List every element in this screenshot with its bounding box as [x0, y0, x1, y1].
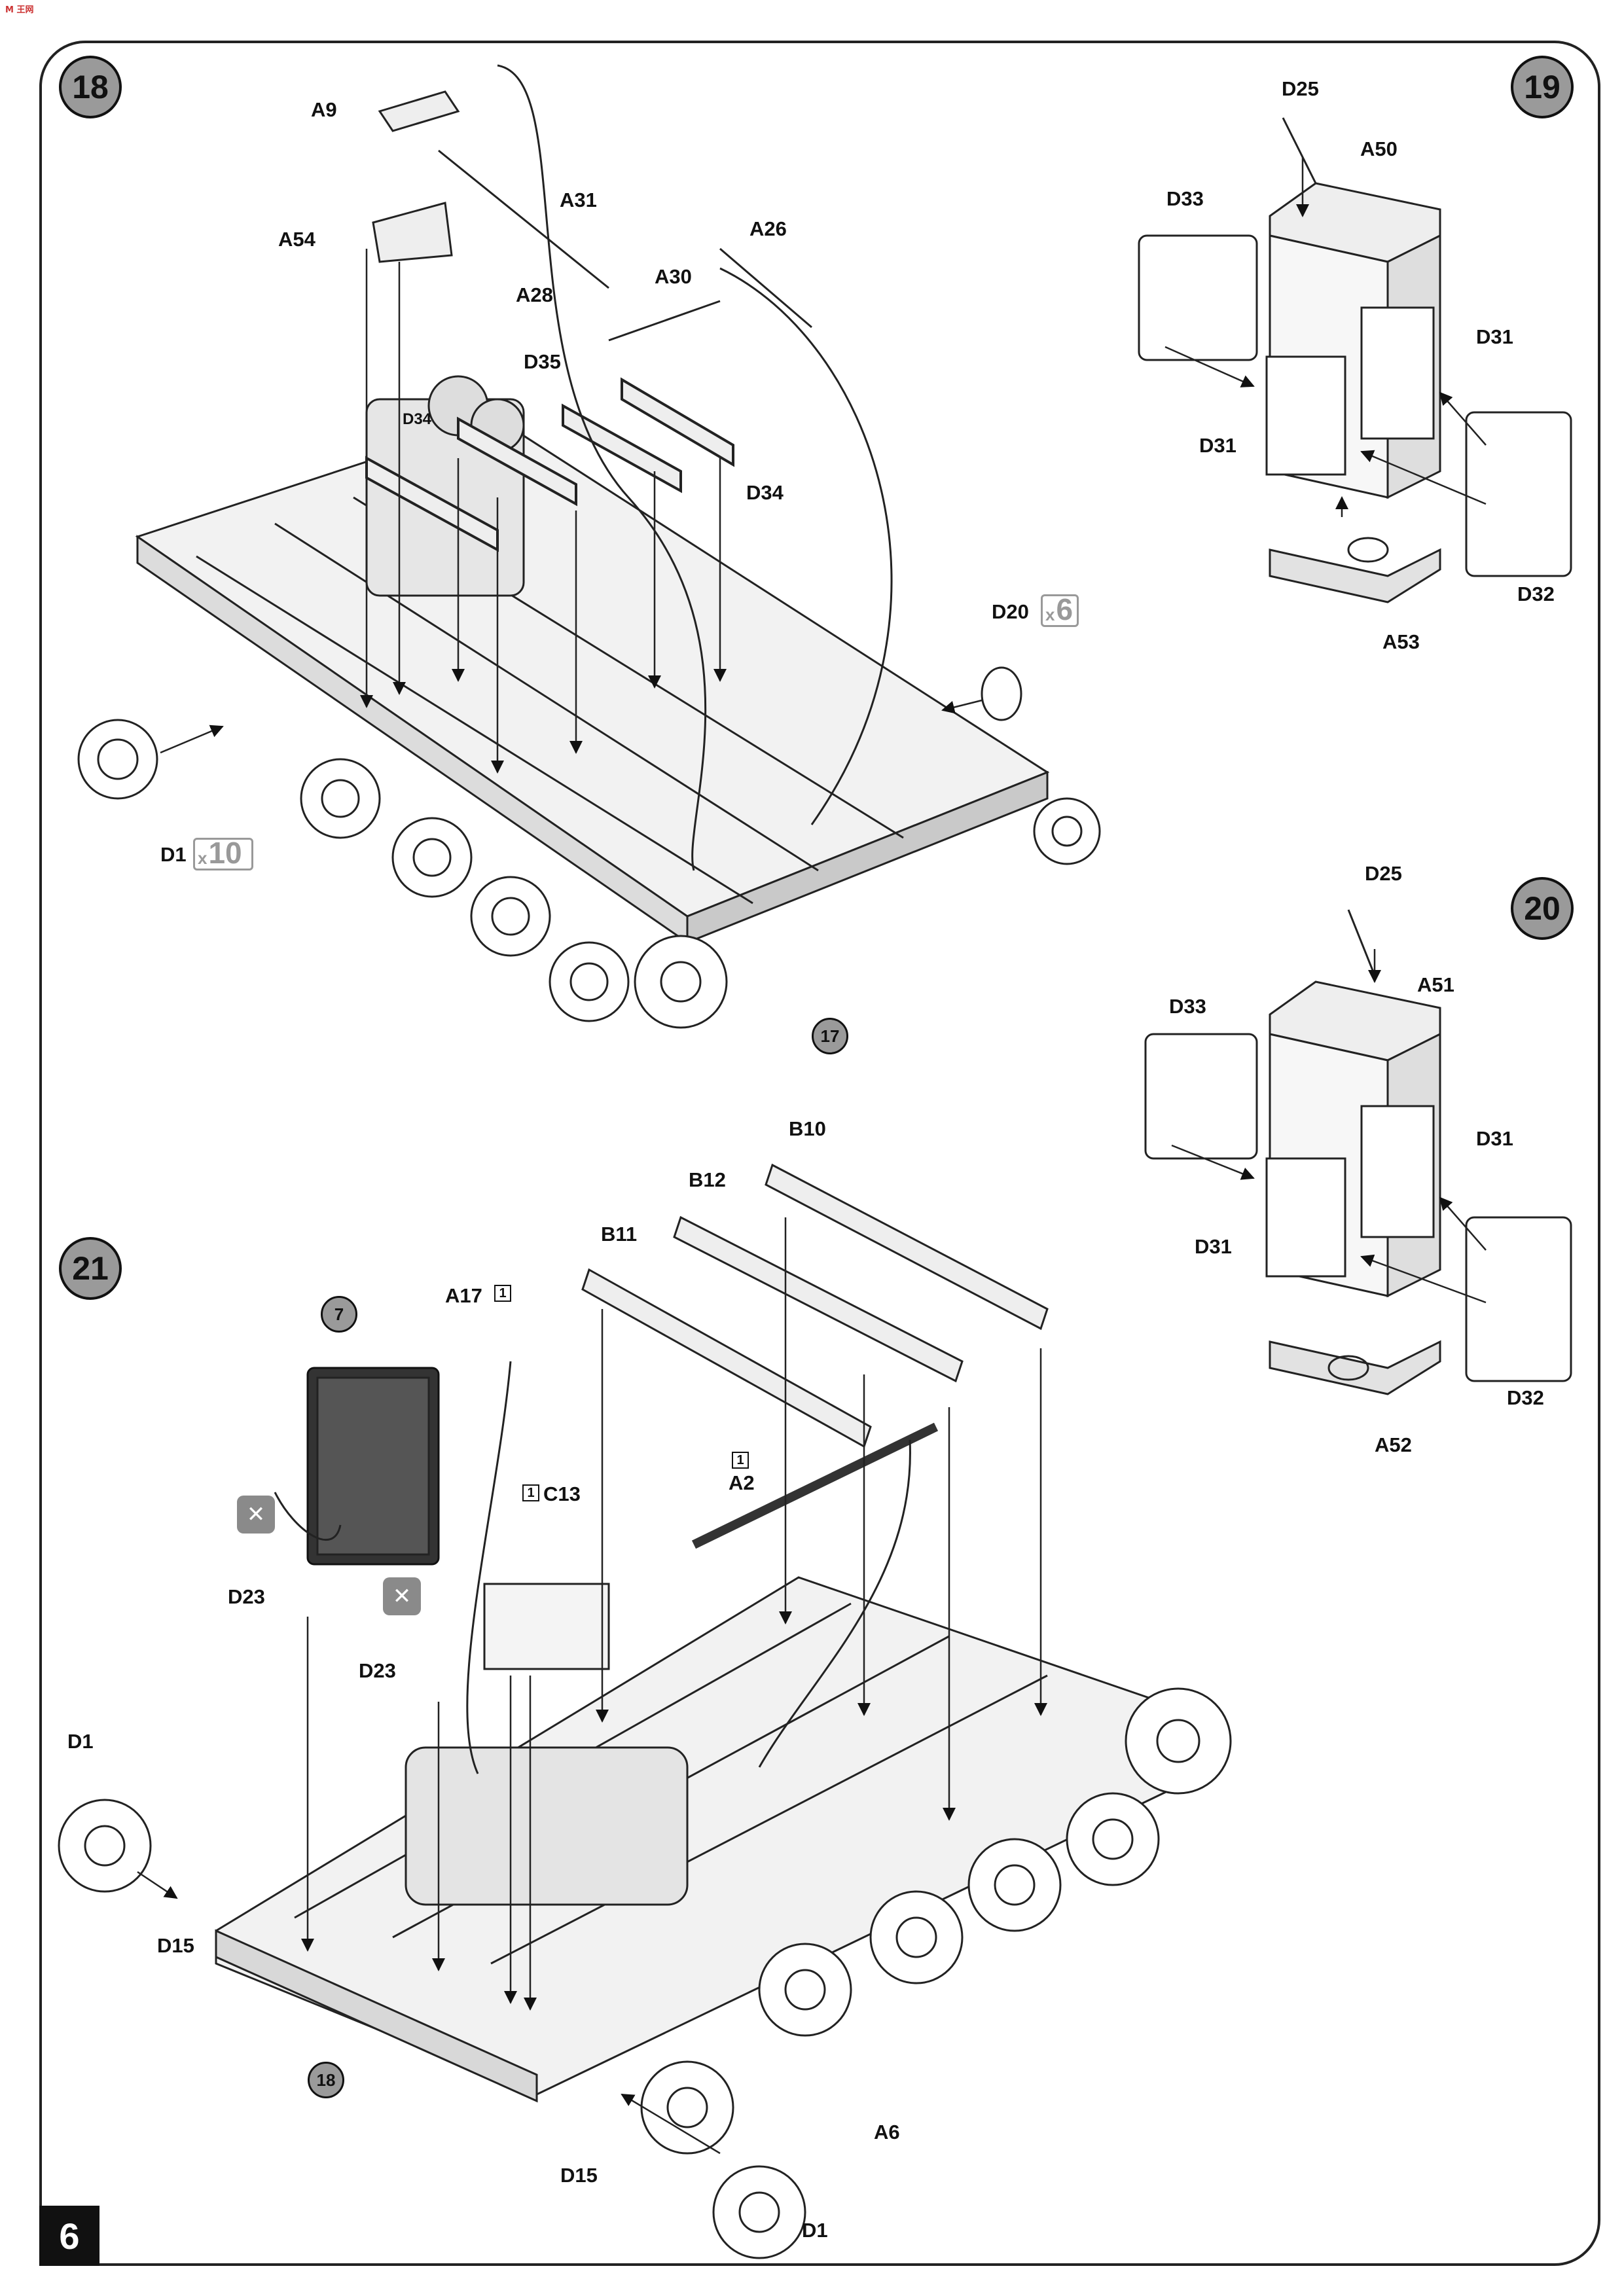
part-label-A30: A30 — [655, 265, 692, 288]
part-label-D31-step19-right: D31 — [1476, 325, 1513, 348]
part-label-D15-bottom: D15 — [560, 2164, 598, 2187]
step-number-19: 19 — [1511, 56, 1574, 118]
page-frame — [39, 41, 1600, 2266]
part-label-B12: B12 — [689, 1168, 726, 1191]
part-label-C13: C13 — [543, 1482, 581, 1505]
ref-step-17: 17 — [812, 1018, 848, 1054]
sprue-mark-C13: 1 — [522, 1484, 539, 1501]
ref-step-18: 18 — [308, 2062, 344, 2098]
part-label-D34-b: D34 — [746, 481, 784, 504]
part-label-D25-step20: D25 — [1365, 862, 1402, 885]
step20-tank-drawing — [1144, 909, 1572, 1395]
step-number-21: 21 — [59, 1237, 122, 1300]
part-label-D20: D20 — [992, 600, 1029, 623]
step21-chassis-drawing — [58, 1163, 1232, 2259]
part-label-D15-left: D15 — [157, 1934, 194, 1957]
sprue-mark-A17: 1 — [494, 1285, 511, 1302]
part-label-D31-step19-front: D31 — [1199, 434, 1236, 457]
part-label-D1-step21-left: D1 — [67, 1730, 94, 1753]
part-label-A28: A28 — [516, 283, 553, 306]
part-label-A52: A52 — [1375, 1433, 1412, 1456]
part-label-A51: A51 — [1417, 973, 1454, 996]
part-label-B10: B10 — [789, 1117, 826, 1140]
part-label-D33-step19: D33 — [1166, 187, 1204, 210]
step18-chassis-drawing — [77, 64, 1101, 1029]
part-label-D23-a: D23 — [228, 1585, 265, 1608]
part-label-D32-step19: D32 — [1517, 583, 1555, 605]
page-number: 6 — [39, 2206, 99, 2266]
ref-step-7: 7 — [321, 1296, 357, 1333]
step-number-20: 20 — [1511, 877, 1574, 940]
no-glue-icon: ✕ — [237, 1496, 275, 1534]
part-label-A54: A54 — [278, 228, 316, 251]
part-label-D25-step19: D25 — [1282, 77, 1319, 100]
step19-tank-drawing — [1138, 117, 1572, 603]
part-label-A6: A6 — [874, 2121, 900, 2144]
part-label-A53: A53 — [1382, 630, 1420, 653]
part-label-D1-step21-bottom: D1 — [802, 2219, 828, 2242]
part-label-D35: D35 — [524, 350, 561, 373]
part-label-D34-a: D34 — [403, 410, 432, 428]
part-label-D23-b: D23 — [359, 1659, 396, 1682]
step-number-18: 18 — [59, 56, 122, 118]
part-label-D31-step20-right: D31 — [1476, 1127, 1513, 1150]
part-label-B11: B11 — [601, 1223, 638, 1246]
no-glue-icon: ✕ — [383, 1577, 421, 1615]
part-label-D33-step20: D33 — [1169, 995, 1206, 1018]
sprue-mark-A2: 1 — [732, 1452, 749, 1469]
part-label-A9: A9 — [311, 98, 337, 121]
part-label-D1-step18: D1 — [160, 843, 187, 866]
watermark-logo: M 王网 — [5, 5, 34, 15]
part-label-D32-step20: D32 — [1507, 1386, 1544, 1409]
part-label-A31: A31 — [560, 188, 597, 211]
part-label-A2: A2 — [729, 1471, 755, 1494]
part-label-D31-step20-front: D31 — [1195, 1235, 1232, 1258]
part-label-A50: A50 — [1360, 137, 1398, 160]
part-label-A26: A26 — [749, 217, 787, 240]
part-label-A17: A17 — [445, 1284, 482, 1307]
